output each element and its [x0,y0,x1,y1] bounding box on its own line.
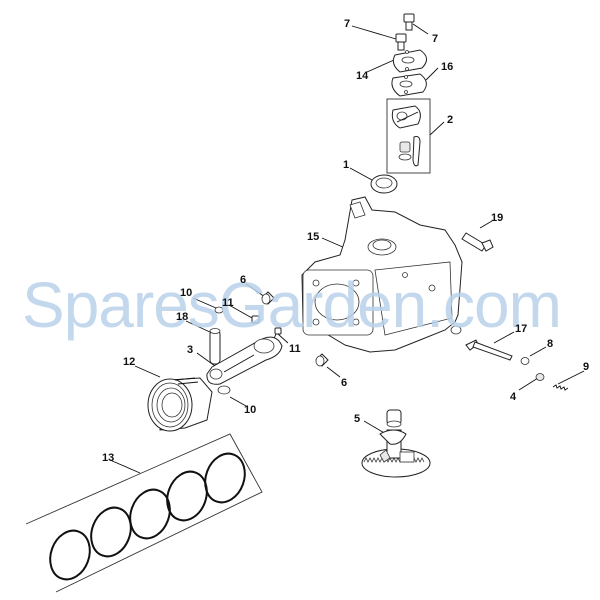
seal-part-1 [370,174,398,194]
callout-16[interactable]: 16 [441,61,454,73]
bolt-part-7 [395,13,415,51]
callout-10[interactable]: 10 [244,404,257,416]
dowel-part-6 [261,291,329,367]
connecting-rod-part-3 [206,336,283,385]
kit-part-2 [386,98,431,174]
callout-19[interactable]: 19 [491,212,504,224]
callout-7[interactable]: 7 [344,18,351,30]
callout-15[interactable]: 15 [307,231,320,243]
spring-part-9 [552,384,569,391]
callout-18[interactable]: 18 [176,311,189,323]
callout-10[interactable]: 10 [180,287,193,299]
lever-part-19 [461,232,494,252]
callout-14[interactable]: 14 [356,70,369,82]
nut-part-4 [535,373,545,381]
gasket-part-16 [391,73,427,97]
callout-13[interactable]: 13 [102,452,115,464]
callout-9[interactable]: 9 [583,361,590,373]
piston-ring-set-part-13 [25,433,263,593]
callout-11[interactable]: 11 [289,343,301,355]
piston-part-12 [147,377,213,432]
callout-8[interactable]: 8 [547,338,554,350]
leader-lines [109,23,585,474]
washer-part-8 [520,357,530,365]
callout-1[interactable]: 1 [343,159,350,171]
callout-4[interactable]: 4 [510,391,517,403]
camshaft-part-5 [361,409,431,478]
crankcase-part-15 [301,196,463,353]
callout-17[interactable]: 17 [515,323,528,335]
piston-pin-part-18 [209,328,221,365]
shaft-part-17 [465,339,513,361]
plate-part-14 [392,49,427,73]
callout-2[interactable]: 2 [447,114,454,126]
callout-6[interactable]: 6 [341,377,348,389]
callout-5[interactable]: 5 [354,413,361,425]
callout-12[interactable]: 12 [123,356,136,368]
callout-6[interactable]: 6 [240,274,247,286]
callout-7[interactable]: 7 [432,33,439,45]
circlip-part-10 [214,306,231,395]
callout-3[interactable]: 3 [187,344,194,356]
callout-11[interactable]: 11 [222,297,234,309]
